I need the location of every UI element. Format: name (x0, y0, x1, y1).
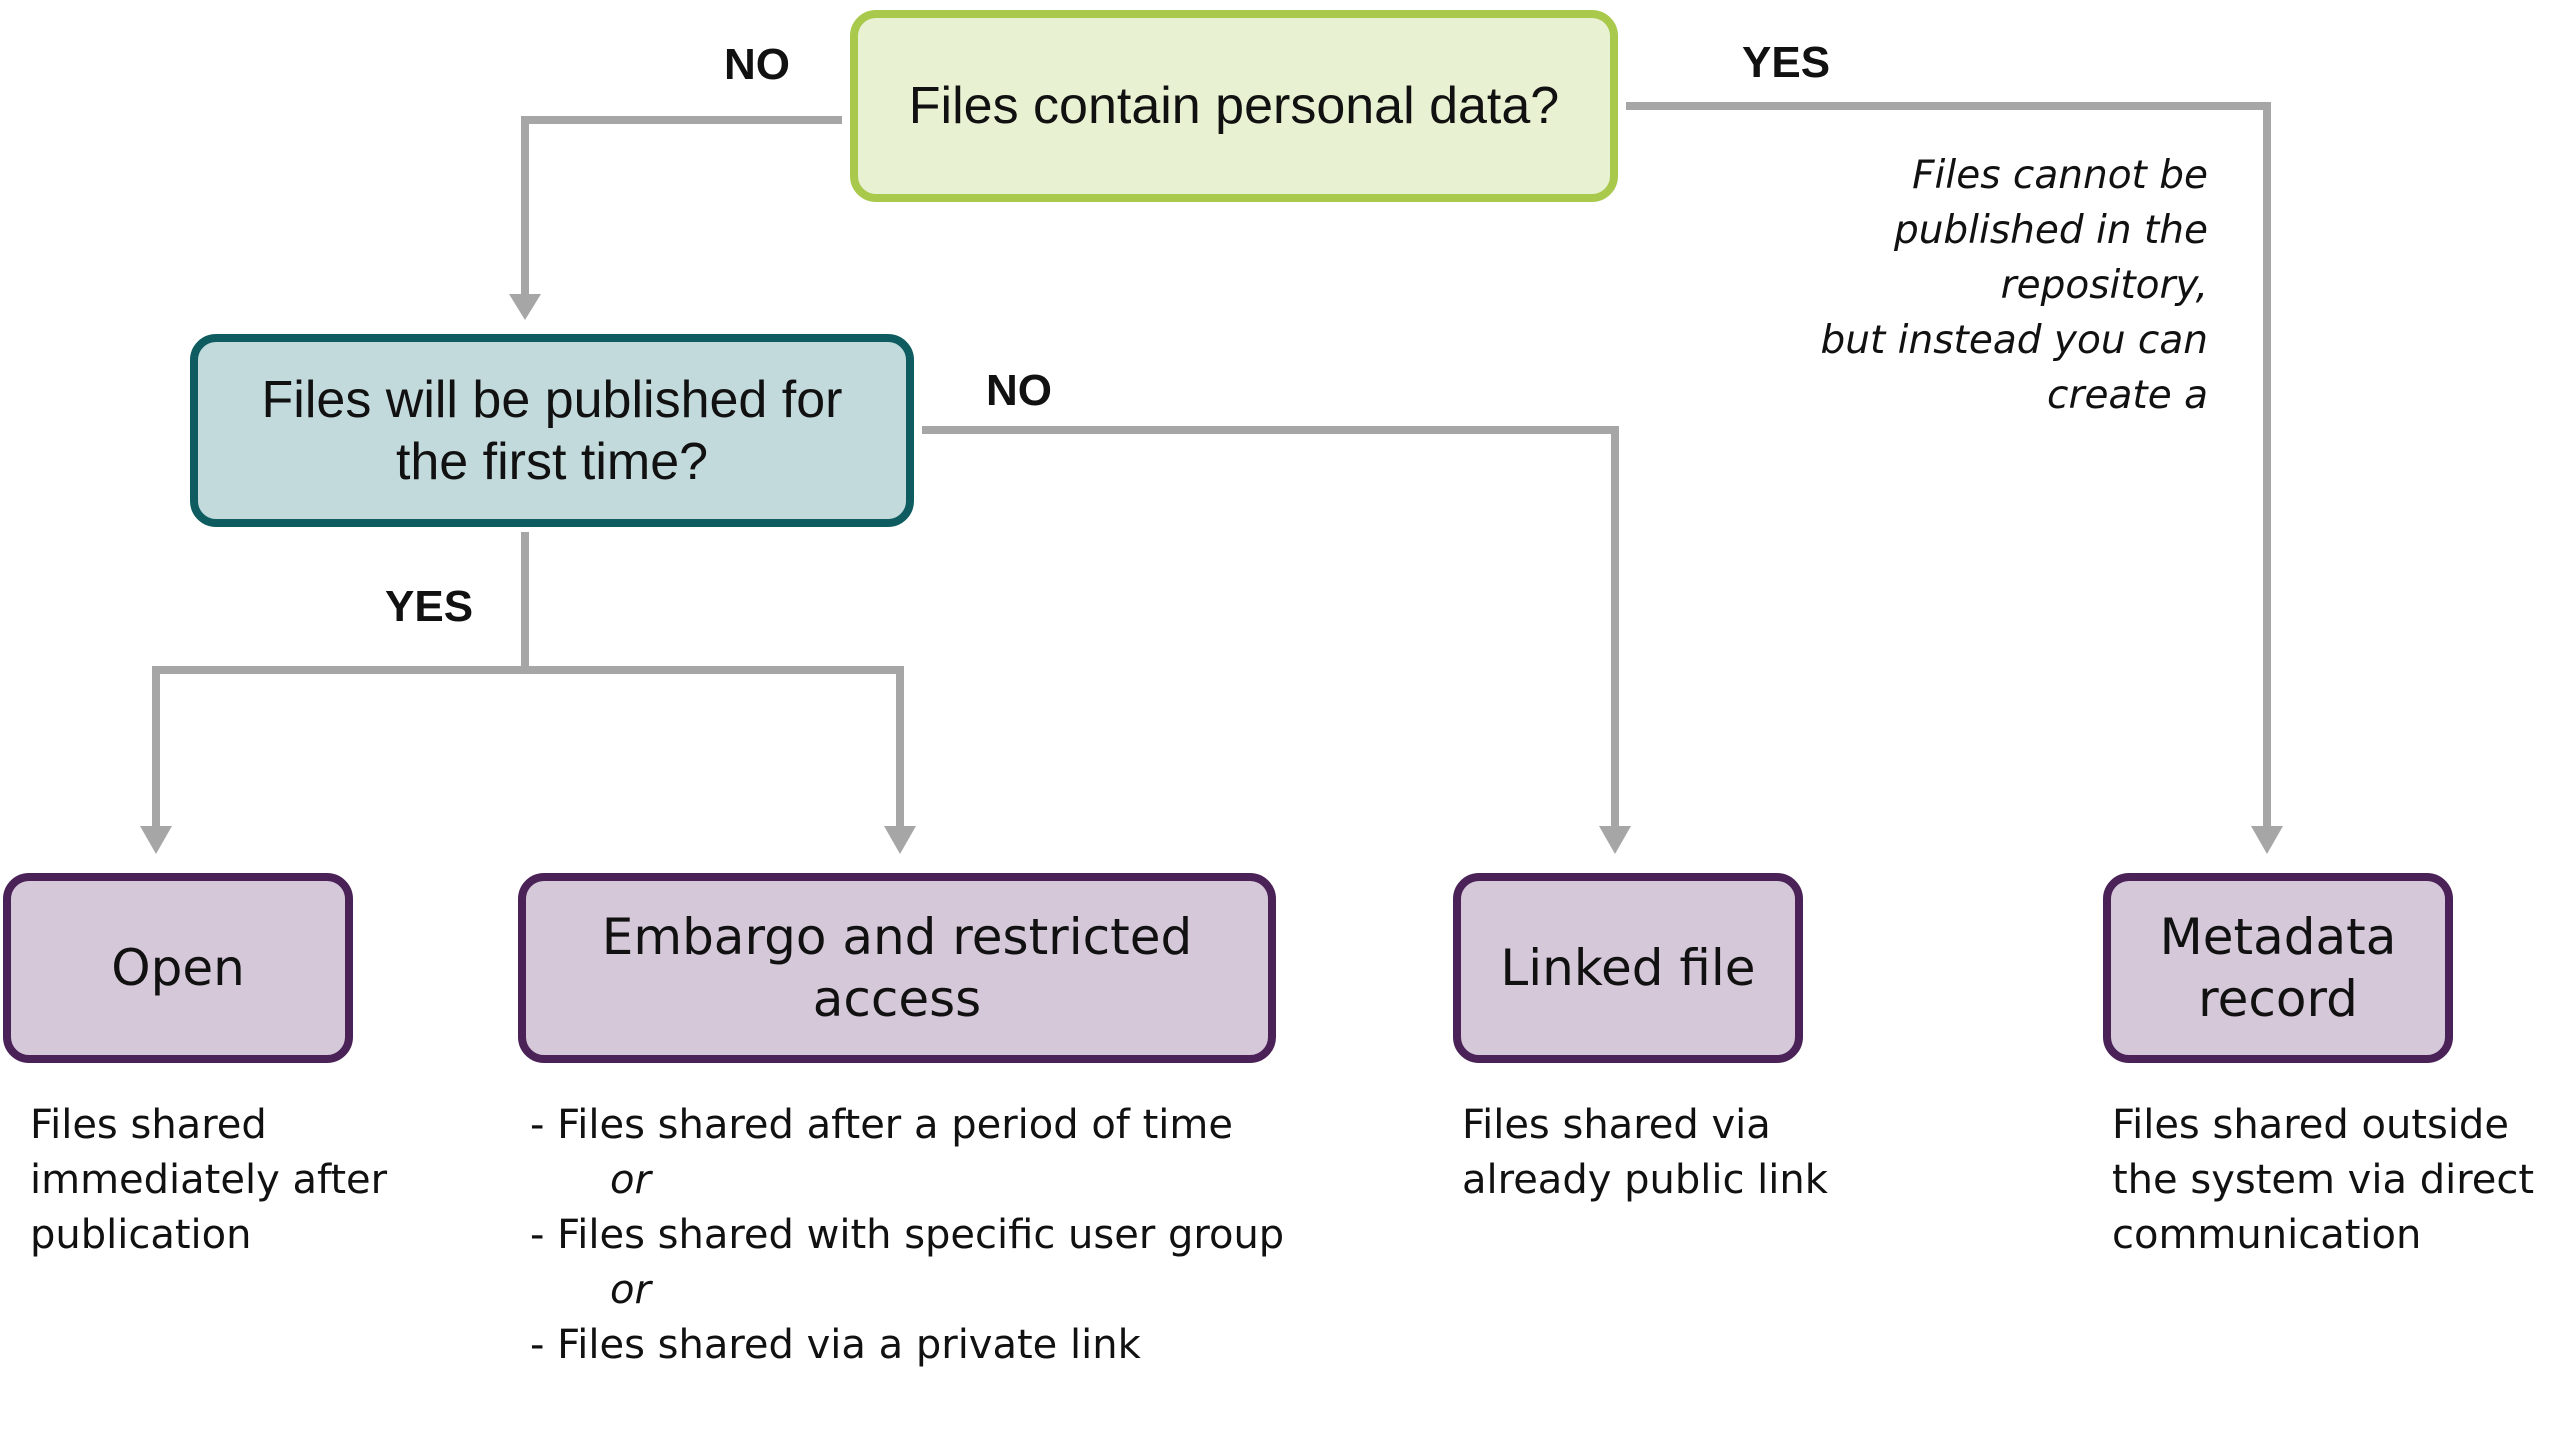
personal-data-note-line: but instead you can (1820, 318, 2209, 363)
arrow-q1-no (509, 294, 541, 320)
result-embargo-title: access (812, 970, 982, 1028)
result-embargo-description-or: or (610, 1267, 651, 1313)
result-metadata-record: Metadata record (2103, 873, 2453, 1063)
decision-first-publication-yes-label: YES (385, 582, 474, 631)
result-linked-file: Linked file (1453, 873, 1803, 1063)
decision-first-publication: Files will be published for the first ti… (190, 334, 914, 527)
result-metadata-record-description: Files shared outside the system via dire… (2112, 1098, 2534, 1263)
result-linked-file-title: Linked file (1500, 939, 1756, 997)
personal-data-note-line: create a (2047, 373, 2208, 418)
decision-personal-data-text: Files contain personal data? (908, 77, 1560, 135)
connector-q1-no (521, 116, 842, 298)
connector-q2-yes-split (152, 666, 904, 830)
result-embargo: Embargo and restricted access (518, 873, 1276, 1063)
result-metadata-record-description-line: Files shared outside (2112, 1102, 2509, 1148)
result-embargo-description-line: - Files shared with specific user group (530, 1212, 1285, 1258)
connector-q1-yes (1626, 102, 2271, 830)
result-embargo-title: Embargo and restricted (601, 908, 1193, 966)
decision-personal-data: Files contain personal data? (850, 10, 1618, 202)
result-metadata-record-description-line: communication (2112, 1212, 2422, 1258)
result-open-title: Open (111, 939, 245, 997)
decision-personal-data-yes-label: YES (1742, 38, 1831, 87)
result-open-description: Files shared immediately after publicati… (30, 1098, 387, 1263)
result-linked-file-description: Files shared via already public link (1462, 1098, 1828, 1208)
personal-data-note-line: Files cannot be (1912, 153, 2208, 198)
decision-personal-data-no-label: NO (724, 40, 790, 89)
decision-first-publication-no-label: NO (986, 366, 1052, 415)
personal-data-note-line: published in the (1893, 208, 2208, 253)
result-embargo-description-line: - Files shared after a period of time (530, 1102, 1233, 1148)
result-open-description-line: Files shared (30, 1102, 267, 1148)
result-embargo-description-or: or (610, 1157, 651, 1203)
decision-first-publication-line: Files will be published for (261, 370, 843, 429)
result-metadata-record-title: record (2198, 970, 2358, 1028)
result-linked-file-description-line: already public link (1462, 1157, 1828, 1203)
result-linked-file-description-line: Files shared via (1462, 1102, 1771, 1148)
connector-q2-no (922, 426, 1619, 830)
arrow-q2-no (1599, 826, 1631, 854)
arrow-q1-yes (2251, 826, 2283, 854)
result-metadata-record-title: Metadata (2159, 908, 2397, 966)
result-embargo-description: - Files shared after a period of time or… (530, 1098, 1284, 1373)
decision-first-publication-line: the first time? (395, 432, 709, 491)
personal-data-note-line: repository, (2000, 263, 2208, 308)
result-open: Open (3, 873, 353, 1063)
result-open-description-line: immediately after (30, 1157, 388, 1203)
result-embargo-description-line: - Files shared via a private link (530, 1322, 1141, 1368)
result-metadata-record-description-line: the system via direct (2112, 1157, 2535, 1203)
personal-data-note: Files cannot be published in the reposit… (1821, 148, 2209, 423)
result-open-description-line: publication (30, 1212, 252, 1258)
arrow-q2-yes-open (140, 826, 172, 854)
arrow-q2-yes-embargo (884, 826, 916, 854)
